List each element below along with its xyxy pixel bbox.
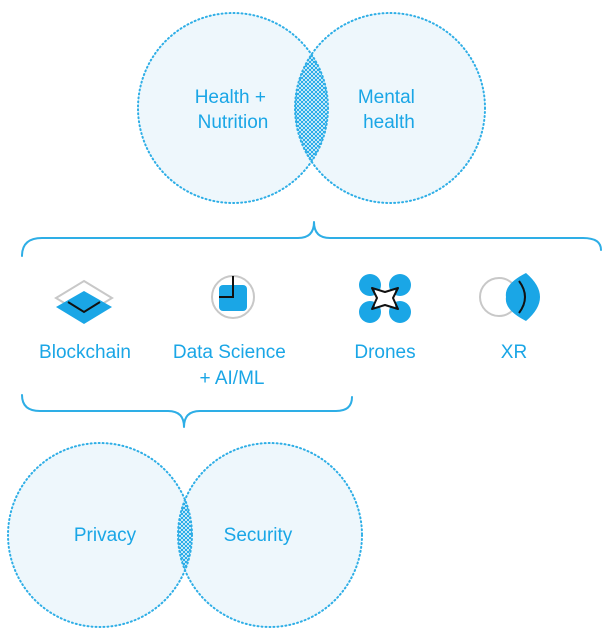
mental-health-label: Mental health [358,87,420,133]
health-nutrition-circle [138,13,328,203]
mental-health-label-line-1: Mental [358,87,415,108]
privacy-label: Privacy [74,525,137,546]
security-label: Security [224,525,293,546]
mental-health-label-line-2: health [363,112,415,133]
privacy-outline [7,442,193,628]
health-nutrition-label: Health + Nutrition [195,87,272,133]
mental-health-outline [294,12,486,204]
tech-label-blockchain: Blockchain [39,342,131,363]
tech-label-xr-line-1: XR [501,342,527,363]
bottom-venn: Privacy Security [7,442,363,628]
technology-row: Blockchain Data Science + AI/ML Drones [39,273,540,389]
privacy-circle [8,443,192,627]
tech-label-data-science-line-1: Data Science [173,342,286,363]
stacked-layers-icon [54,279,114,324]
tech-label-blockchain-line-1: Blockchain [39,342,131,363]
bottom-brace [21,394,353,428]
tech-label-drones: Drones [354,342,415,363]
tech-label-data-science-line-2: + AI/ML [200,368,265,389]
health-nutrition-outline [137,12,329,204]
quadcopter-icon [359,274,411,323]
security-outline [177,442,363,628]
security-circle [178,443,362,627]
mental-health-circle [295,13,485,203]
top-venn: Health + Nutrition Mental health [137,12,486,204]
health-nutrition-label-line-2: Nutrition [198,112,269,133]
tech-label-drones-line-1: Drones [354,342,415,363]
privacy-label-line-1: Privacy [74,525,137,546]
tech-label-data-science: Data Science + AI/ML [173,342,291,389]
top-brace [21,221,602,257]
security-label-line-1: Security [224,525,293,546]
pie-chart-icon [211,275,255,319]
headset-lens-icon [479,273,540,321]
tech-label-xr: XR [501,342,527,363]
health-nutrition-label-line-1: Health + [195,87,266,108]
